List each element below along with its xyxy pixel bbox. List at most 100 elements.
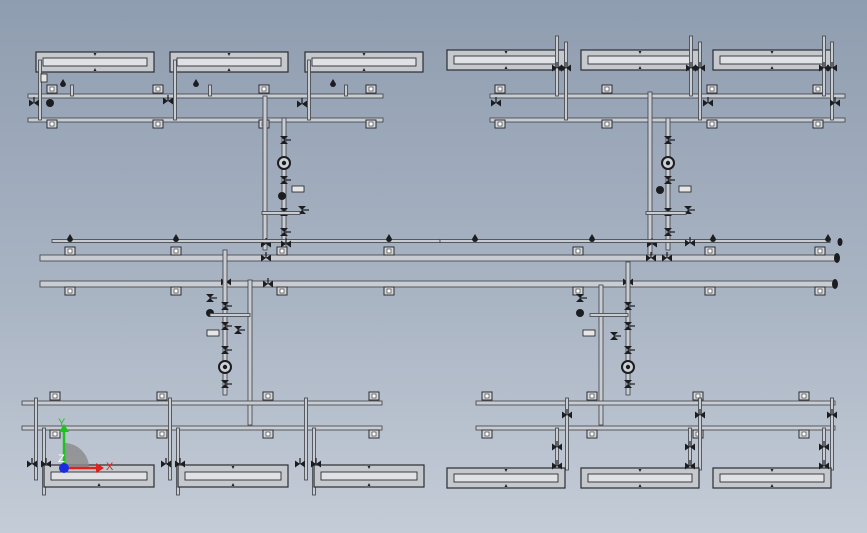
- tank: [712, 467, 832, 489]
- pipe: [208, 84, 212, 97]
- ball-valve-icon: [656, 186, 664, 194]
- valve-icon: [624, 346, 635, 354]
- valve-icon: [295, 458, 305, 468]
- tank: [177, 464, 289, 488]
- valve-icon: [491, 97, 501, 107]
- marker-icon: [231, 483, 235, 486]
- end-cap-icon: [837, 238, 843, 246]
- pipe-support-hole: [49, 121, 55, 127]
- pipe-support-hole: [155, 86, 161, 92]
- pipe-support-hole: [49, 86, 55, 92]
- tank: [446, 467, 566, 489]
- valve-icon: [664, 136, 675, 144]
- valve-icon: [281, 238, 291, 248]
- marker-icon: [770, 469, 774, 472]
- drain-icon: [193, 79, 199, 87]
- pressure-gauge-center: [625, 364, 631, 370]
- end-cap-icon: [834, 253, 840, 263]
- pipe-support-hole: [707, 288, 713, 294]
- drain-icon: [825, 234, 831, 242]
- valve-icon: [221, 346, 232, 354]
- valve-icon: [686, 62, 696, 72]
- valve-icon: [685, 460, 695, 470]
- drain-icon: [710, 234, 716, 242]
- pipe: [261, 211, 301, 215]
- drain-icon: [386, 234, 392, 242]
- marker-icon: [93, 68, 97, 71]
- pipe-support-hole: [589, 431, 595, 437]
- z-axis-label: Z: [58, 453, 65, 465]
- pipe-support-hole: [386, 248, 392, 254]
- pipe-support-hole: [497, 86, 503, 92]
- tank: [580, 49, 700, 71]
- marker-icon: [231, 466, 235, 469]
- valve-icon: [819, 441, 829, 451]
- marker-icon: [362, 53, 366, 56]
- valve-icon: [221, 322, 232, 330]
- marker-icon: [638, 469, 642, 472]
- x-axis-label: X: [106, 461, 114, 473]
- pipe: [475, 400, 836, 406]
- tank-inner: [719, 473, 825, 483]
- pipe: [344, 84, 348, 97]
- valve-icon: [662, 252, 672, 262]
- valve-icon: [624, 380, 635, 388]
- marker-icon: [770, 66, 774, 69]
- valve-icon: [297, 98, 307, 108]
- pipe: [173, 59, 177, 121]
- coordinate-triad: XYZ: [58, 417, 114, 473]
- tank-inner: [587, 473, 693, 483]
- fitting: [206, 329, 220, 337]
- marker-icon: [638, 51, 642, 54]
- marker-icon: [770, 484, 774, 487]
- tank-inner: [184, 471, 282, 481]
- ball-valve-icon: [278, 192, 286, 200]
- end-cap-icon: [832, 279, 838, 289]
- pipe-support-hole: [575, 288, 581, 294]
- pipe: [645, 211, 687, 215]
- pipe-support-hole: [261, 86, 267, 92]
- valve-icon: [561, 62, 571, 72]
- valve-icon: [830, 97, 840, 107]
- valve-icon: [280, 136, 291, 144]
- pipe: [51, 239, 441, 243]
- pipe-support-hole: [159, 431, 165, 437]
- valve-icon: [280, 228, 291, 236]
- pipe: [262, 95, 268, 251]
- valve-icon: [234, 326, 245, 334]
- pipe: [304, 397, 308, 481]
- tank: [313, 464, 425, 488]
- marker-icon: [504, 66, 508, 69]
- pipe-support-hole: [265, 431, 271, 437]
- marker-icon: [638, 484, 642, 487]
- pressure-gauge-center: [665, 160, 671, 166]
- valve-icon: [685, 237, 695, 247]
- pipe: [21, 400, 383, 406]
- pipe-support-hole: [815, 121, 821, 127]
- fitting: [678, 185, 692, 193]
- pipe-support-hole: [371, 431, 377, 437]
- valve-icon: [624, 322, 635, 330]
- pipe-support-hole: [67, 248, 73, 254]
- ball-valve-icon: [46, 99, 54, 107]
- pipe: [307, 59, 311, 121]
- x-axis-arrowhead: [96, 463, 104, 473]
- tank: [35, 51, 155, 73]
- pipe-support-hole: [604, 86, 610, 92]
- drain-icon: [330, 79, 336, 87]
- pipe: [38, 59, 42, 121]
- pipe-support-hole: [707, 248, 713, 254]
- marker-icon: [638, 66, 642, 69]
- pipe-support-hole: [484, 431, 490, 437]
- riser-lower-right: [576, 294, 635, 388]
- fitting: [40, 73, 48, 83]
- pipe: [70, 84, 74, 97]
- pipe-support-hole: [155, 121, 161, 127]
- marker-icon: [770, 51, 774, 54]
- pipe: [34, 397, 38, 481]
- riser-lower-left: [206, 294, 251, 388]
- marker-icon: [504, 469, 508, 472]
- pipe: [830, 41, 834, 121]
